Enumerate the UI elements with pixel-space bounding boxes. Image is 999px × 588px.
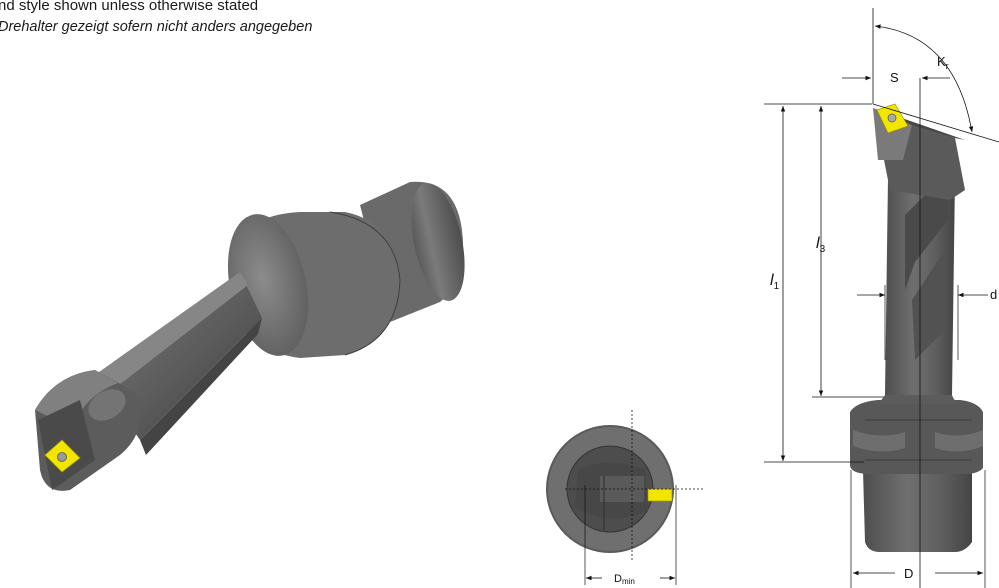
insert-end-icon (647, 488, 673, 502)
caption-german: Drehalter gezeigt sofern nicht anders an… (0, 19, 313, 35)
l1-label: l1 (770, 272, 780, 292)
d-small-label: d (990, 287, 997, 302)
caption-english: nd style shown unless otherwise stated (0, 0, 259, 14)
kr-label: Kr (937, 54, 949, 71)
dmin-label: Dmin (614, 573, 635, 586)
d-large-label: D (904, 566, 913, 581)
l3-label: l3 (816, 235, 826, 255)
s-label: S (890, 70, 899, 85)
tool-side-view: S Kr l1 l3 d D (764, 8, 999, 588)
tool-isometric-view (35, 181, 465, 491)
tool-end-view: Dmin (546, 410, 705, 586)
